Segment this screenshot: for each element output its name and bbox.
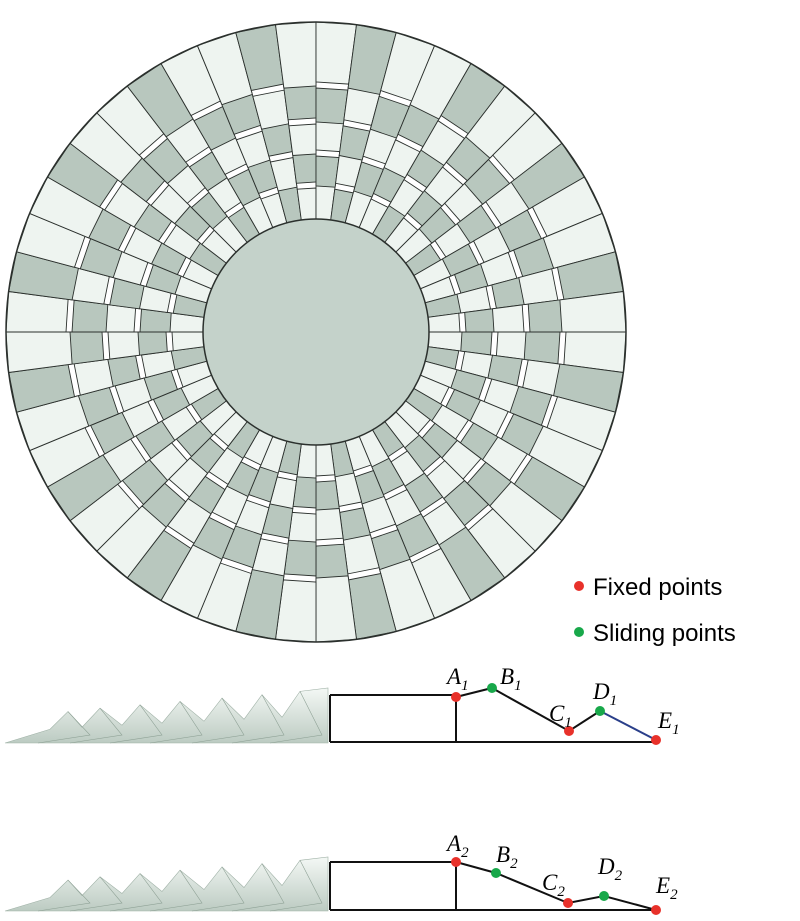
fixed-point-legend-marker xyxy=(574,581,584,591)
side-surface-crease xyxy=(191,697,245,744)
side-surface-silhouette xyxy=(4,856,329,912)
point-d1-label: D1 xyxy=(592,679,617,709)
point-c1-label: C1 xyxy=(549,701,572,731)
side-surface-crease xyxy=(109,873,163,912)
mesh-facet xyxy=(107,331,140,360)
side-surface-crease xyxy=(69,876,123,912)
side-surface-crease xyxy=(269,860,323,912)
point-c1-marker xyxy=(564,726,574,736)
point-d1-marker xyxy=(595,706,605,716)
point-d2-marker xyxy=(599,891,609,901)
side-surface-crease xyxy=(231,694,285,744)
sliding-point-legend-marker xyxy=(574,627,584,637)
point-a2-label: A2 xyxy=(445,831,469,861)
point-a1-marker xyxy=(451,692,461,702)
point-e2-label: E2 xyxy=(655,873,678,903)
sliding-points-legend-label: Sliding points xyxy=(593,620,736,647)
side-surface-crease xyxy=(109,704,163,744)
point-b1-marker xyxy=(487,683,497,693)
mesh-facet xyxy=(492,304,525,333)
point-d2-label: D2 xyxy=(597,854,623,884)
side-surface-crease xyxy=(269,691,323,744)
mesh-facet xyxy=(315,87,349,125)
side-surface-crease xyxy=(149,701,203,744)
side-surface-crease xyxy=(191,866,245,912)
profile-1: A1 B1 C1 D1 E1 xyxy=(4,664,680,745)
legend: Fixed points Sliding points xyxy=(574,574,736,647)
outer-rim xyxy=(5,21,627,643)
center-disk xyxy=(202,218,430,446)
point-a2-marker xyxy=(451,857,461,867)
point-a1-label: A1 xyxy=(445,664,469,694)
point-e2-marker xyxy=(651,905,661,915)
side-surface-crease xyxy=(37,879,91,912)
side-surface-crease xyxy=(149,870,203,912)
profile-1-fold-line xyxy=(455,686,601,733)
mesh-facet xyxy=(315,508,344,541)
fixed-points-legend-label: Fixed points xyxy=(593,574,722,601)
profile-lines-2 xyxy=(329,861,657,911)
point-b2-marker xyxy=(491,868,501,878)
mesh-facet xyxy=(71,299,109,333)
side-surface-silhouette xyxy=(4,687,329,744)
point-e1-label: E1 xyxy=(657,708,680,738)
mesh-facet xyxy=(283,539,317,577)
point-b1-label: B1 xyxy=(500,664,522,694)
mesh-facet xyxy=(523,331,561,365)
circular-fold-pattern xyxy=(5,21,627,643)
mesh-facet xyxy=(288,123,317,156)
profile-2: A2 B2 C2 D2 E2 xyxy=(4,831,678,915)
side-surface-crease xyxy=(231,863,285,912)
point-c2-label: C2 xyxy=(542,870,565,900)
profile-lines-1 xyxy=(329,686,657,743)
side-view-surface-1 xyxy=(4,687,329,744)
point-e1-marker xyxy=(651,735,661,745)
point-b2-label: B2 xyxy=(496,842,518,872)
side-surface-crease xyxy=(37,711,91,744)
side-view-surface-2 xyxy=(4,856,329,912)
profile-1-segment-de xyxy=(599,710,657,741)
side-surface-crease xyxy=(69,707,123,744)
point-c2-marker xyxy=(563,898,573,908)
